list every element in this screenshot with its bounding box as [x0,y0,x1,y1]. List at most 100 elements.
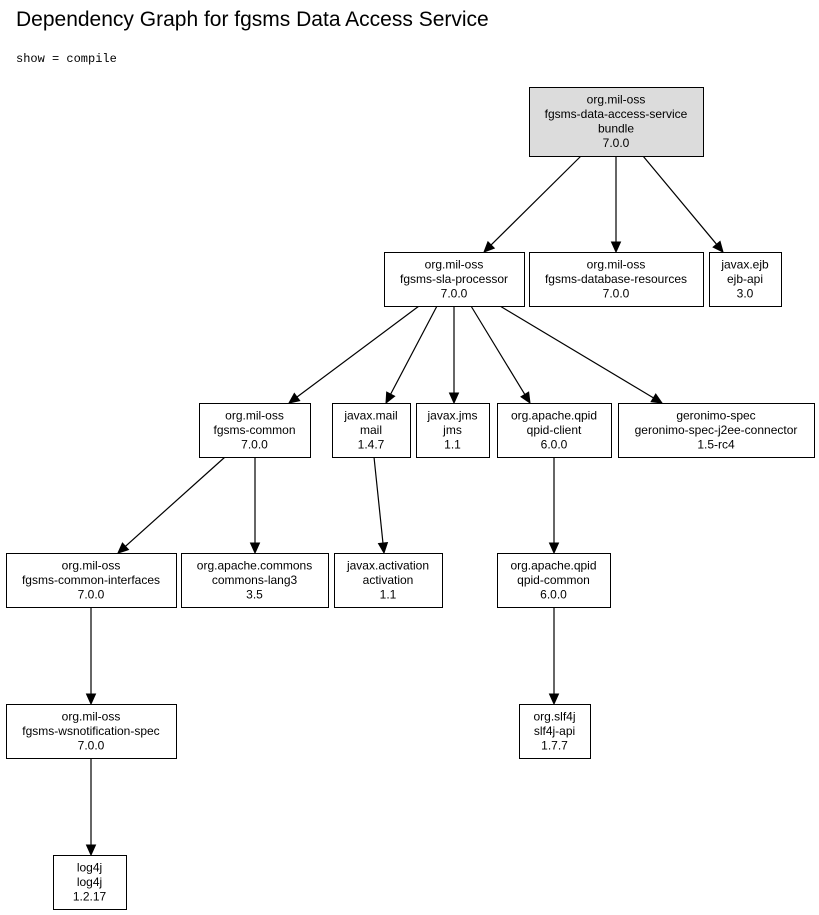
edge-line [490,155,582,246]
node-label-line: 7.0.0 [603,286,630,300]
edge-line [125,456,226,547]
node-box [618,403,815,458]
node-label-line: 7.0.0 [441,286,468,300]
edge-root-to-ejb [642,155,724,253]
node-label-line: org.mil-oss [62,709,121,723]
node-label-line: 1.1 [380,587,397,601]
edge-line [296,305,420,398]
node-box [519,704,591,759]
node-wsnotif: org.mil-ossfgsms-wsnotification-spec7.0.… [6,704,177,759]
edge-sla-to-qpidclient [470,305,531,405]
node-label-line: javax.mail [343,408,397,422]
arrowhead [288,392,301,404]
node-label-line: slf4j-api [534,724,575,738]
node-label-line: org.mil-oss [225,408,284,422]
edge-ifaces-to-wsnotif [85,607,97,706]
arrowhead [385,391,396,405]
node-label-line: qpid-common [517,573,590,587]
edges-layer [85,155,724,857]
node-label-line: 3.5 [246,587,263,601]
edge-root-to-dbres [610,156,622,254]
node-label-line: fgsms-wsnotification-spec [22,724,159,738]
scope-filter-label: show = compile [16,52,117,66]
node-box [181,553,329,608]
arrowhead [520,391,531,405]
node-label-line: org.mil-oss [587,93,646,107]
arrowhead [85,844,97,857]
node-label-line: log4j [77,875,102,889]
edge-line [390,305,438,395]
node-label-line: mail [360,423,382,437]
edge-line [373,456,384,544]
node-box [497,403,612,458]
node-label-line: log4j [77,860,102,874]
node-label-line: org.apache.qpid [511,408,597,422]
node-label-line: commons-lang3 [212,573,298,587]
arrowhead [650,393,664,404]
node-box [709,252,782,307]
node-label-line: 6.0.0 [540,587,567,601]
arrowhead [249,542,261,555]
node-label-line: org.slf4j [533,709,575,723]
node-label-line: jms [442,423,462,437]
edge-line [499,305,654,399]
arrowhead [448,392,460,405]
node-label-line: 6.0.0 [541,437,568,451]
node-label-line: 7.0.0 [241,437,268,451]
node-label-line: javax.jms [426,408,477,422]
node-label-line: ejb-api [727,272,763,286]
arrowhead [548,542,560,555]
edge-line [642,155,718,245]
edge-sla-to-geronimo [499,305,664,404]
arrowhead [610,241,622,254]
edge-common-to-ifaces [117,456,226,554]
arrowhead [548,693,560,706]
node-label-line: fgsms-data-access-service [545,107,688,121]
node-box [529,252,704,307]
edge-root-to-sla [483,155,582,253]
node-box [529,87,704,157]
node-label-line: 1.1 [444,437,461,451]
node-label-line: org.apache.qpid [510,558,596,572]
arrowhead [117,542,130,554]
node-label-line: org.mil-oss [587,257,646,271]
node-label-line: org.apache.commons [197,558,312,572]
nodes-layer: org.mil-ossfgsms-data-access-servicebund… [6,87,815,910]
node-box [334,553,443,608]
node-label-line: javax.activation [346,558,429,572]
node-label-line: geronimo-spec-j2ee-connector [635,423,798,437]
arrowhead [377,542,389,555]
node-geronimo: geronimo-specgeronimo-spec-j2ee-connecto… [618,403,815,458]
node-box [199,403,311,458]
node-label-line: fgsms-sla-processor [400,272,508,286]
node-box [497,553,611,608]
node-label-line: 7.0.0 [603,136,630,150]
edge-sla-to-mail [385,305,438,405]
edge-line [470,305,526,395]
edge-sla-to-common [288,305,420,404]
edge-wsnotif-to-log4j [85,758,97,857]
arrowhead [483,240,496,253]
node-label-line: fgsms-database-resources [545,272,687,286]
node-label-line: javax.ejb [720,257,769,271]
arrowhead [712,240,724,253]
node-label-line: 7.0.0 [78,587,105,601]
node-box [6,553,177,608]
node-label-line: org.mil-oss [62,558,121,572]
node-box [53,855,127,910]
node-root: org.mil-ossfgsms-data-access-servicebund… [529,87,704,157]
node-label-line: qpid-client [527,423,582,437]
node-label-line: activation [363,573,414,587]
node-label-line: org.mil-oss [425,257,484,271]
node-label-line: 1.2.17 [73,889,107,903]
node-box [6,704,177,759]
